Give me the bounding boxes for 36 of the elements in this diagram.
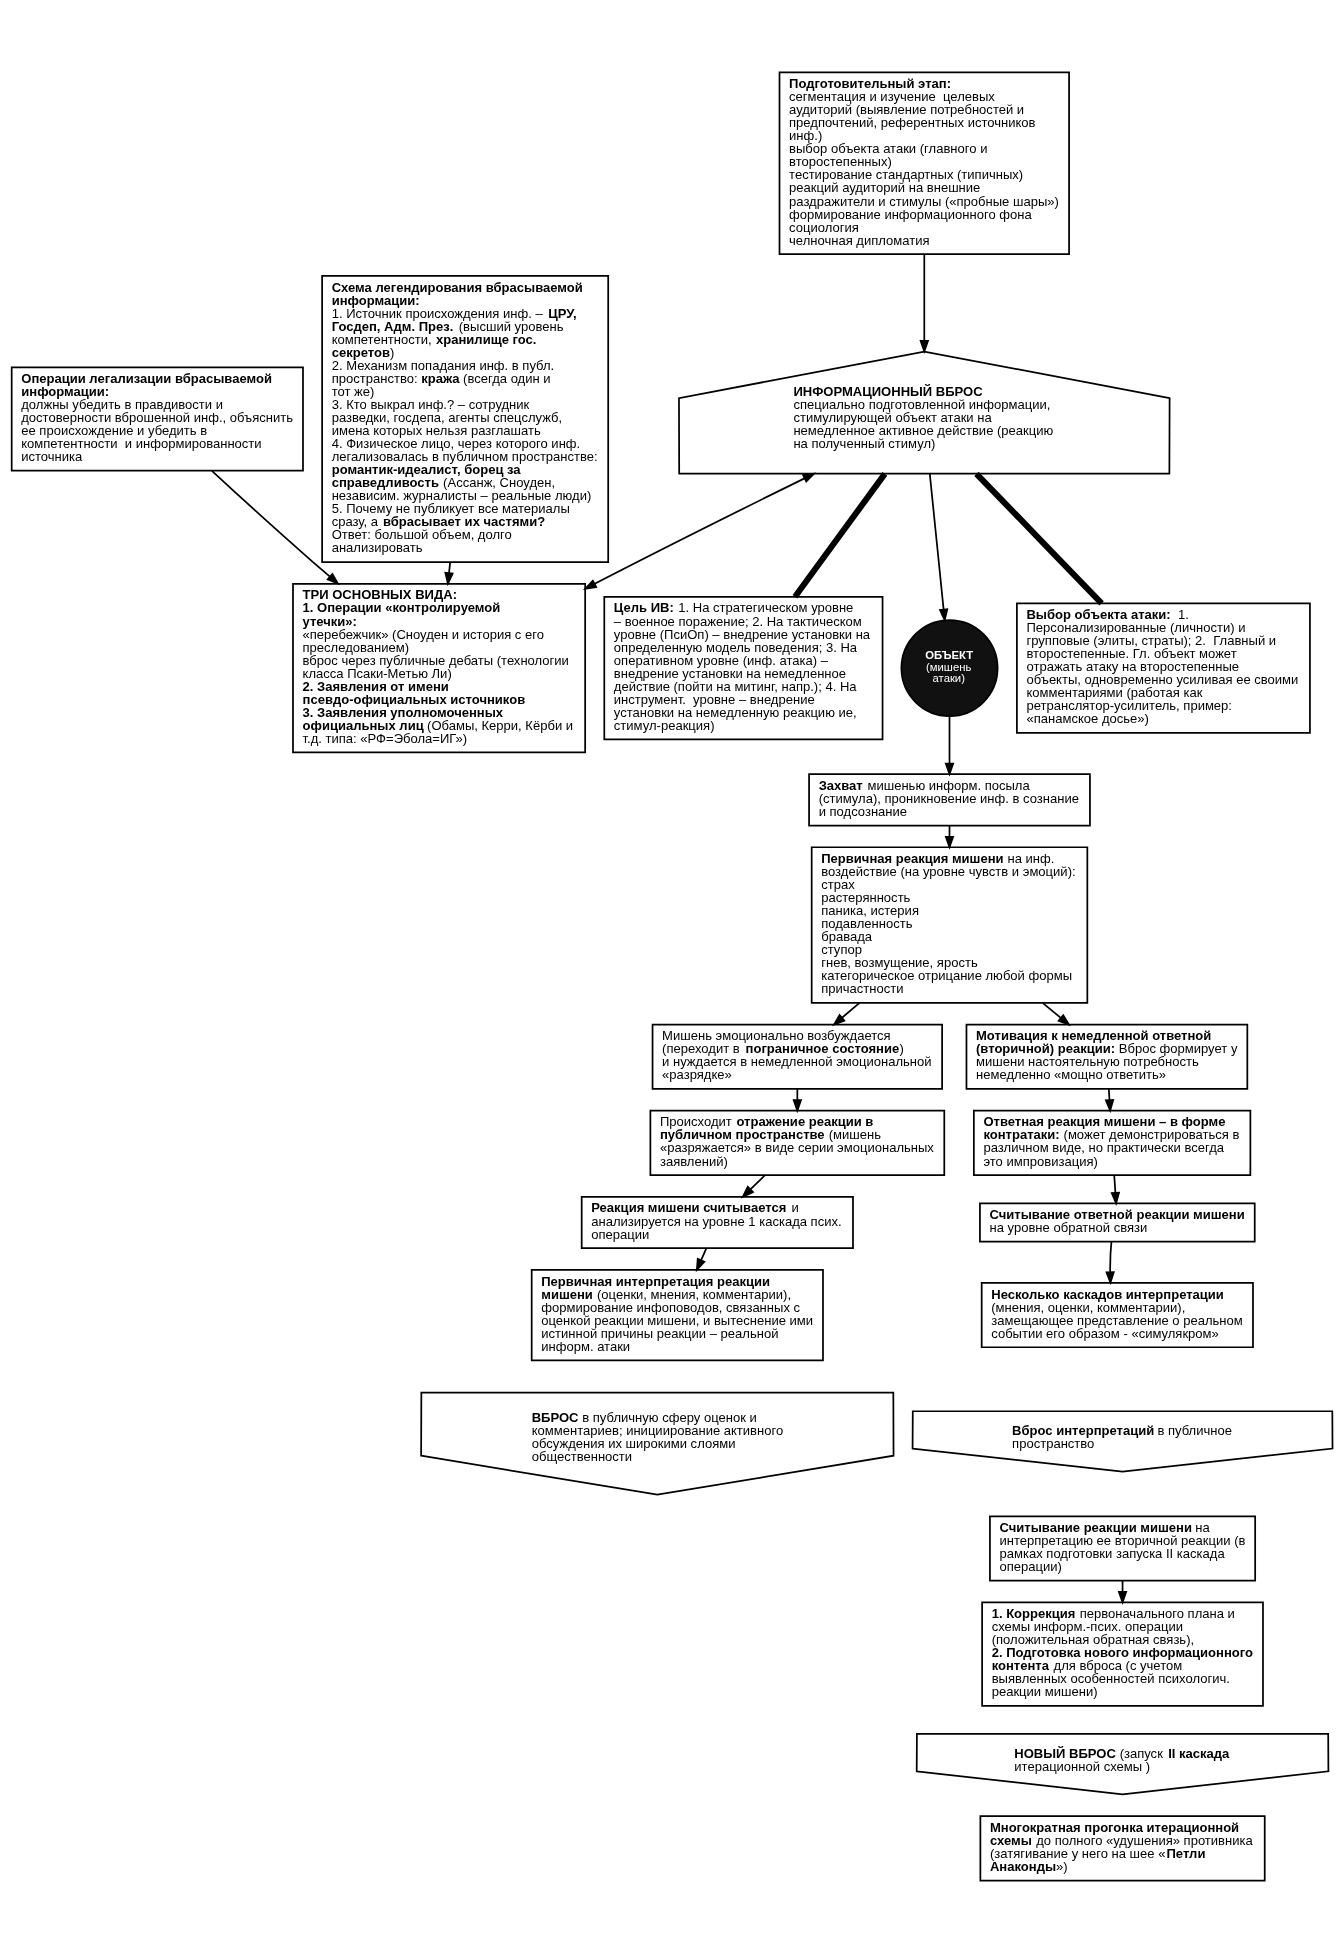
node-box: Реакция мишени считывается и анализируется на уровне 1 каскада псих. операции [580, 1195, 854, 1249]
node-box: Первичная интерпретация реакции мишени (оценки, мнения, комментарии), формирование инфоповодов, связанных с оценкой реакции мишени, и вытеснение ими истинной причины реакции – реальной информ. атаки [530, 1269, 824, 1362]
node-box: Несколько каскадов интерпретации (мнения, оценки, комментарии), замещающее представление о реальном событии его образом - «симулякром» [980, 1282, 1254, 1349]
node-box: 1. Коррекция первоначального плана и схемы информ.-псих. операции (положительная обратная связь), 2. Подготовка нового информационного контента для вброса (с учетом выявленных особенностей психологич. реакции мишени) [981, 1601, 1264, 1707]
node-box: Первичная реакция мишени на инф. воздействие (на уровне чувств и эмоций): страх растерянность паника, истерия подавленность бравада ступор гнев, возмущение, ярость категорическое отрицание любой формы причастности [810, 846, 1089, 1004]
node-box: Цель ИВ: 1. На стратегическом уровне – военное поражение; 2. На тактическом уровне (ПсиОп) – внедрение установки на определенную модель поведения; 3. На оперативном уровне (инф. атака) – внедрение установки на немедленное действие (пойти на митинг, напр.); 4. На инструмент. уровне – внедрение установки на немедленную реакцию ие, стимул-реакция) [603, 595, 884, 741]
arrow [582, 472, 817, 590]
arrow [792, 1088, 803, 1114]
node-box: Ответная реакция мишени – в форме контратаки: (может демонстрироваться в различном виде, но практически всегда это импровизация) [973, 1109, 1252, 1176]
arrow [919, 253, 930, 354]
arrow [1104, 1088, 1115, 1114]
node-box: Схема легендирования вбрасываемой информации: 1. Источник происхождения инф. – ЦРУ, Госдеп, Адм. През. (высший уровень компетентности, хранилище гос. секретов) 2. Механизм попадания инф. в публ. пространство: кража (всегда один и тот же) 3. Кто выкрал инф.? – сотрудник разведки, госдепа, агенты спецслужб, имена которых нельзя разглашать 4. Физическое лицо, через которого инф. легализовалась в публичном пространстве: романтик-идеалист, борец за справедливость (Ассанж, Сноуден, независим. журналисты – реальные люди) 5. Почему не публикует все материалы сразу, а вбрасывает их частями? Ответ: большой объем, долго анализировать [321, 275, 610, 563]
node-box: Выбор объекта атаки: 1. Персонализированные (личности) и групповые (элиты, страты); 2. Главный и второстепенные. Гл. объект может отражать атаку на второстепенные объекты, одновременно усиливая ее своими комментариями (работая как ретранслятор-усилитель, пример: «панамское досье») [1016, 602, 1311, 734]
node-box: Происходит отражение реакции в публичном пространстве (мишень «разряжается» в виде серии эмоциональных заявлений) [649, 1109, 946, 1176]
node-box: Подготовительный этап: сегментация и изучение целевых аудиторий (выявление потребностей и предпочтений, референтных источников инф.) выбор объекта атаки (главного и второстепенных) тестирование стандартных (типичных) реакций аудиторий на внешние раздражители и стимулы («пробные шары») формирование информационного фона социология челночная дипломатия [778, 71, 1070, 256]
node-box: Считывание реакции мишени на интерпретацию ее вторичной реакции (в рамках подготовки запуска II каскада операции) [989, 1515, 1257, 1582]
node-box: Захват мишенью информ. посыла (стимула), проникновение инф. в сознание и подсознание [808, 773, 1091, 827]
arrow [928, 473, 949, 623]
node-box: Мишень эмоционально возбуждается (переходит в пограничное состояние) и нуждается в немедленной эмоциональной «разрядке» [651, 1023, 943, 1090]
node-box: Мотивация к немедленной ответной (вторичной) реакции: Вброс формирует у мишени настоятельную потребность немедленно «мощно ответить» [965, 1023, 1249, 1090]
node-box: ТРИ ОСНОВНЫХ ВИДА: 1. Операции «контролируемой утечки»: «перебежчик» (Сноуден и история с его преследованием) вброс через публичные дебаты (технологии класса Псаки-Метью Ли) 2. Заявления от имени псевдо-официальных источников 3. Заявления уполномоченных официальных лиц (Обамы, Керри, Кёрби и т.д. типа: «РФ=Эбола=ИГ») [292, 582, 587, 754]
connector [974, 471, 1104, 606]
arrow [211, 469, 340, 586]
arrow [944, 715, 955, 777]
arrow [444, 561, 454, 587]
node-box: Операции легализации вбрасываемой информации: должны убедить в правдивости и достоверности вброшенной инф., объяснить ее происхождение и убедить в компетентности и информированности источника [10, 366, 304, 472]
arrow [1105, 1240, 1116, 1286]
node-box: Считывание ответной реакции мишени на уровне обратной связи [979, 1202, 1256, 1243]
arrow [832, 1002, 861, 1027]
arrow [1110, 1174, 1121, 1206]
arrow [695, 1247, 708, 1273]
arrow [740, 1174, 766, 1199]
arrow [1042, 1002, 1071, 1027]
node-circle: ОБЪЕКТ (мишень атаки) [900, 619, 999, 718]
node-box: Многократная прогонка итерационной схемы до полного «удушения» противника (затягивание у него на шее «Петли Анаконды») [979, 1815, 1266, 1882]
connector [792, 472, 888, 599]
